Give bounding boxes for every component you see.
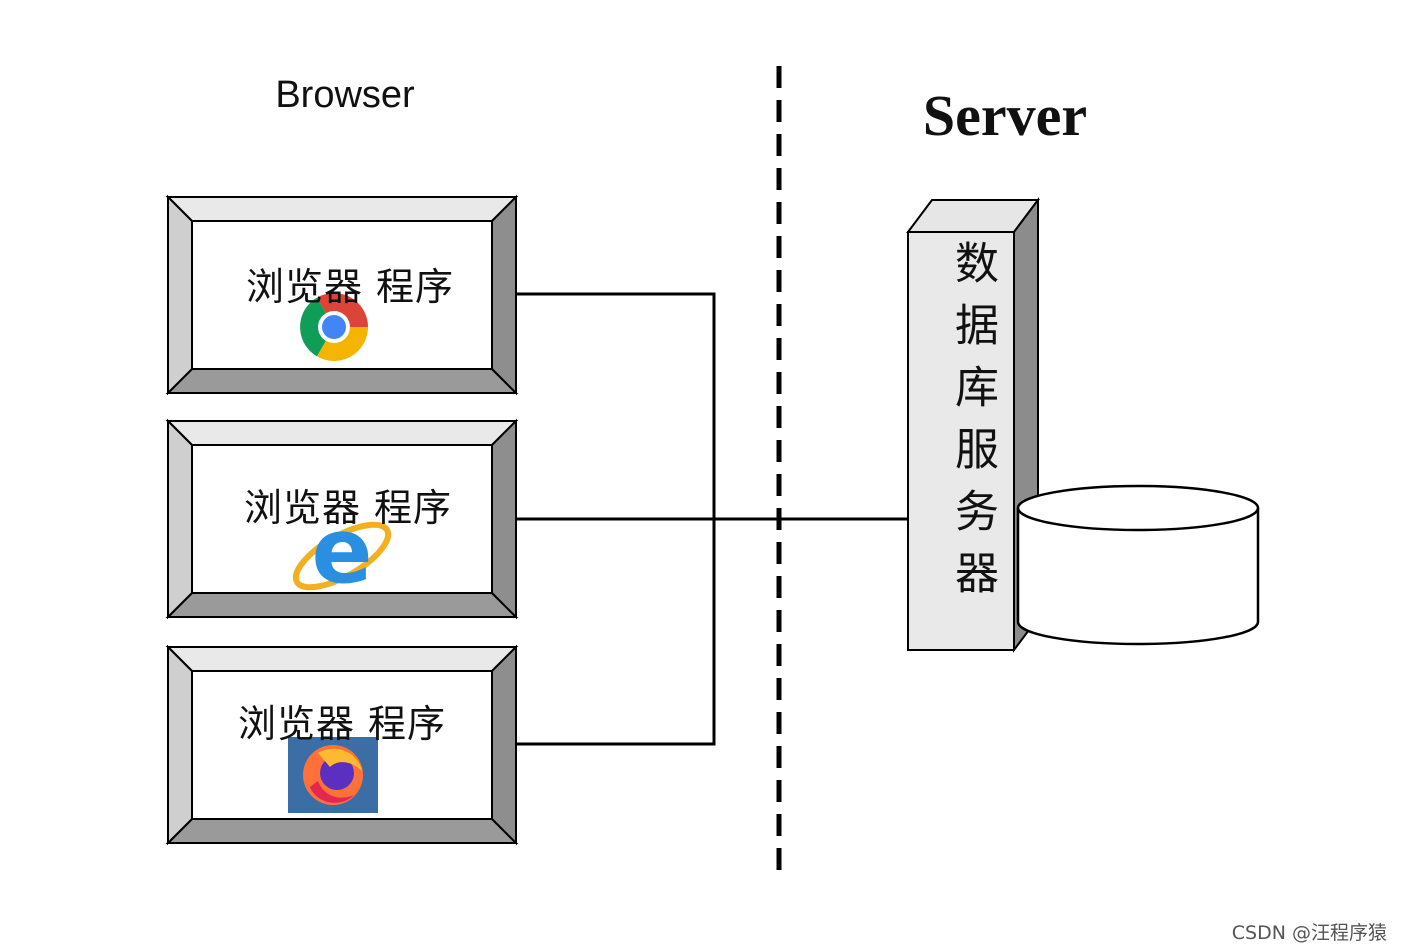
server-label: 数据库服务器 (947, 240, 998, 612)
client-label-3: 浏览器 程序 (237, 702, 447, 746)
svg-text:e: e (311, 499, 372, 604)
browser-title: Browser (275, 74, 415, 116)
client-label-1: 浏览器 程序 (245, 265, 455, 309)
watermark: CSDN @汪程序猿 (1231, 922, 1387, 944)
client-label-2: 浏览器 程序 (243, 486, 453, 530)
chrome-icon (300, 293, 368, 361)
server-title: Server (922, 83, 1088, 148)
connector-lines (516, 292, 908, 746)
firefox-icon (288, 737, 378, 813)
database-cylinder-icon (1016, 484, 1260, 646)
ie-icon: e (292, 499, 392, 604)
